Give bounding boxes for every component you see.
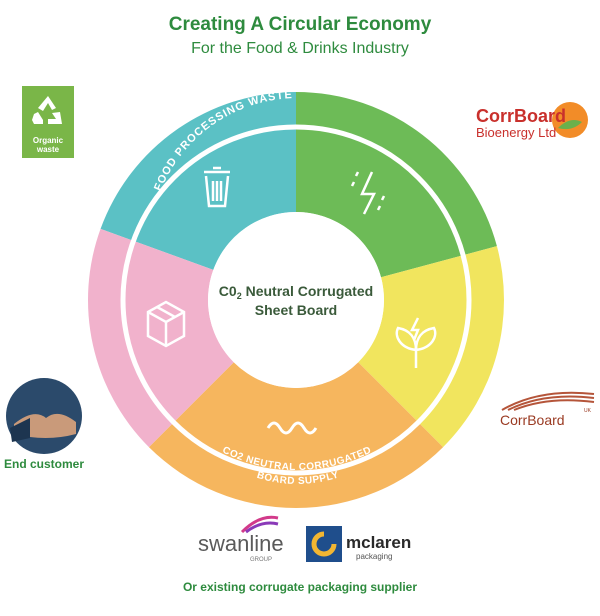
corrboard-uk-sup: UK [584, 408, 591, 414]
center-title-line1: C02 Neutral Corrugated [219, 283, 373, 301]
handshake-photo [6, 378, 82, 454]
corrboard-uk-swoosh [500, 386, 596, 412]
mclaren-name: mclaren [346, 533, 411, 553]
corrboard-bioenergy-sub: Bioenergy Ltd [476, 125, 556, 140]
mclaren-logo-mark [306, 526, 342, 562]
center-title-line2: Sheet Board [255, 302, 337, 318]
end-customer-label: End customer [4, 457, 84, 471]
corrboard-uk-name: CorrBoard [500, 412, 565, 428]
segment-label-energy-supply: ENERGY SUPPLY [531, 282, 581, 384]
center-hub [208, 212, 384, 388]
swanline-group: GROUP [250, 557, 272, 563]
supplier-note: Or existing corrugate packaging supplier [0, 580, 600, 594]
swanline-name: swanline [198, 531, 284, 557]
mclaren-sub: packaging [356, 552, 392, 561]
svg-text:ENERGY SUPPLY: ENERGY SUPPLY [531, 282, 581, 384]
corrboard-bioenergy-name: CorrBoard [476, 106, 566, 127]
